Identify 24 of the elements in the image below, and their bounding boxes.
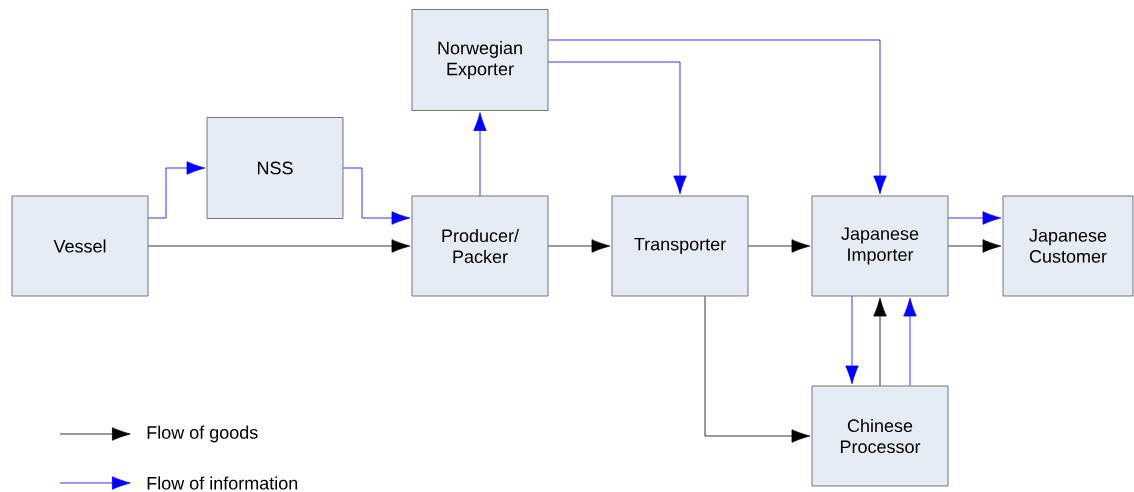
process-box: NSS <box>206 117 344 219</box>
process-box: Transporter <box>611 195 749 297</box>
process-box: Vessel <box>11 195 149 297</box>
arrow <box>548 61 687 195</box>
arrow <box>148 161 206 219</box>
arrow <box>948 211 1002 225</box>
arrow <box>873 297 887 386</box>
arrow <box>473 112 487 196</box>
process-box: Chinese Processor <box>811 385 949 487</box>
process-box: Japanese Customer <box>1002 195 1134 297</box>
arrow <box>148 239 411 253</box>
legend-text: Flow of information <box>147 476 298 490</box>
process-box: Japanese Importer <box>811 195 949 297</box>
legend-text: Flow of goods <box>147 425 258 443</box>
arrow <box>548 239 611 253</box>
process-box: Producer/ Packer <box>411 195 549 297</box>
arrow <box>948 239 1002 253</box>
arrow <box>845 296 859 385</box>
arrow <box>704 296 811 443</box>
process-box: Norwegian Exporter <box>411 9 549 111</box>
arrow <box>903 297 917 386</box>
arrow <box>548 39 887 195</box>
arrow <box>343 167 411 225</box>
arrow <box>748 239 811 253</box>
